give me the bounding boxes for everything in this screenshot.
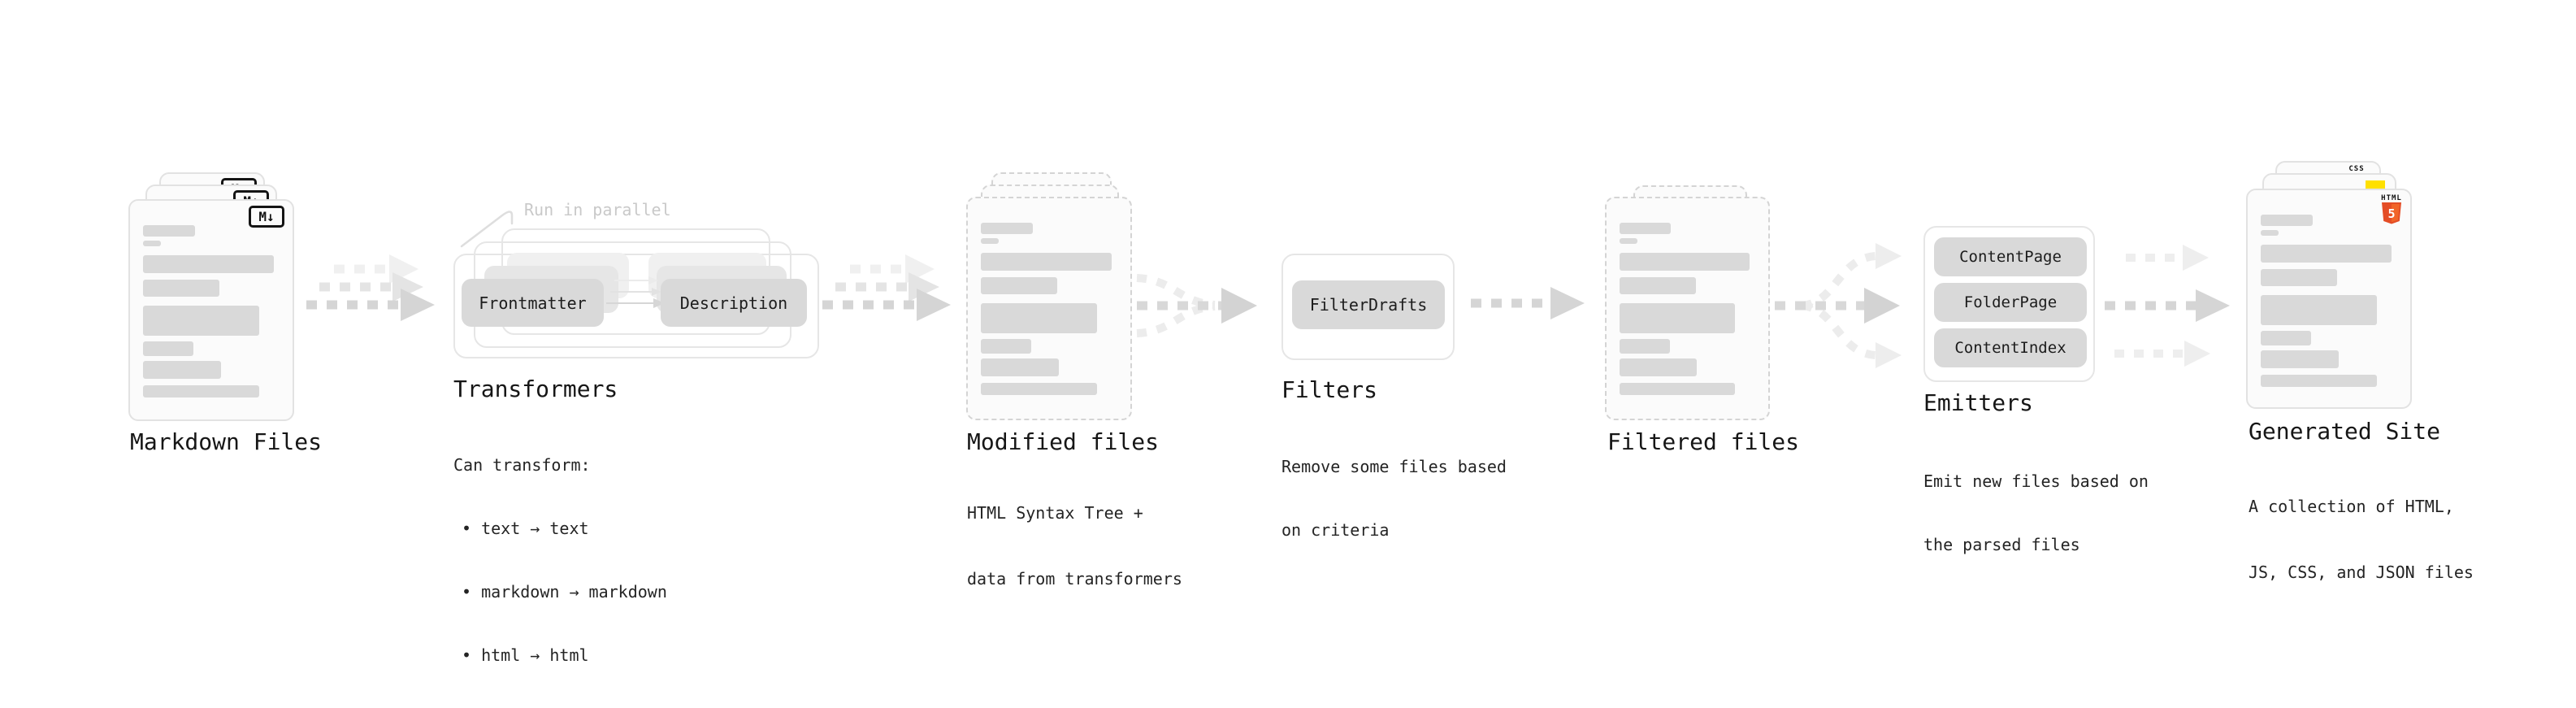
filters-desc-line: Remove some files based	[1281, 457, 1507, 476]
filters-description: Remove some files based on criteria	[1281, 414, 1507, 583]
skeleton-bar	[1620, 253, 1750, 271]
transformers-desc-heading: Can transform:	[453, 455, 591, 475]
modified-files-description: HTML Syntax Tree + data from transformer…	[967, 458, 1182, 634]
generated-desc-line: A collection of HTML,	[2249, 497, 2454, 516]
filters-frame	[1281, 254, 1455, 360]
skeleton-bar	[143, 385, 259, 397]
file-page	[1605, 197, 1770, 420]
generated-site-label: Generated Site	[2249, 418, 2441, 445]
markdown-icon: M↓	[249, 206, 284, 228]
modified-files-label: Modified files	[967, 428, 1160, 455]
transformer-frontmatter-node: Frontmatter	[462, 279, 604, 327]
flow-arrow-markdown-to-transformers	[306, 254, 435, 321]
transformers-title: Transformers	[453, 376, 618, 402]
generated-site-description: A collection of HTML, JS, CSS, and JSON …	[2249, 452, 2474, 628]
skeleton-bar	[2261, 350, 2339, 368]
filtered-files-label: Filtered files	[1607, 428, 1800, 455]
emitters-description: Emit new files based on the parsed files	[1923, 428, 2149, 597]
skeleton-bar	[143, 361, 221, 379]
transformer-parallel-arrows	[606, 276, 665, 308]
run-in-parallel-label: Run in parallel	[524, 200, 671, 219]
skeleton-bar	[2261, 375, 2377, 387]
file-page	[966, 197, 1132, 420]
emitters-desc-line: the parsed files	[1923, 535, 2080, 554]
html5-icon: HTML 5	[2379, 194, 2404, 229]
flow-arrow-emitters-to-generated	[2105, 245, 2230, 367]
flow-arrow-transformers-to-modified	[822, 254, 951, 321]
skeleton-bar	[143, 306, 259, 336]
skeleton-bar	[2261, 269, 2338, 286]
skeleton-bar	[2261, 245, 2392, 263]
emitter-folderpage-node: FolderPage	[1934, 283, 2087, 322]
html5-icon-number: 5	[2387, 206, 2395, 221]
skeleton-bar	[981, 223, 1033, 234]
flow-arrow-filtered-to-emitters	[1775, 243, 1902, 368]
filters-title: Filters	[1281, 376, 1378, 403]
file-page: HTML 5	[2246, 189, 2412, 409]
emitter-contentindex-node: ContentIndex	[1934, 328, 2087, 367]
generated-desc-line: JS, CSS, and JSON files	[2249, 562, 2474, 582]
skeleton-bar	[2261, 215, 2313, 226]
transformer-frame-front	[453, 254, 819, 358]
filter-filterdrafts-node: FilterDrafts	[1292, 280, 1445, 329]
emitter-contentpage-node: ContentPage	[1934, 237, 2087, 276]
skeleton-bar	[1620, 358, 1698, 376]
skeleton-bar	[981, 277, 1058, 294]
skeleton-bar	[1620, 238, 1637, 244]
transformer-description-node: Description	[661, 279, 807, 327]
skeleton-bar	[143, 280, 220, 297]
skeleton-bar	[1620, 223, 1672, 234]
transformers-description: Can transform: • text → text • markdown …	[453, 412, 667, 708]
markdown-files-label: Markdown Files	[130, 428, 323, 455]
skeleton-bar	[981, 383, 1097, 395]
skeleton-bar	[1620, 383, 1735, 395]
file-page: M↓	[128, 199, 294, 421]
pipeline-diagram: M↓ M↓ M↓ Markdown Files Run in parallel	[128, 161, 2474, 665]
css-icon-word: CSS	[2348, 165, 2365, 173]
filters-desc-line: on criteria	[1281, 520, 1390, 540]
skeleton-bar	[143, 241, 161, 246]
skeleton-bar	[1620, 339, 1670, 354]
emitters-title: Emitters	[1923, 389, 2033, 416]
skeleton-bar	[981, 358, 1059, 376]
skeleton-bar	[1620, 277, 1696, 294]
skeleton-bar	[143, 255, 275, 273]
skeleton-bar	[1620, 303, 1735, 333]
skeleton-bar	[981, 339, 1032, 354]
transformers-bullet: • html → html	[462, 645, 589, 665]
skeleton-bar	[143, 341, 194, 356]
emitters-frame	[1923, 226, 2095, 382]
transformers-bullet: • markdown → markdown	[462, 582, 667, 602]
skeleton-bar	[2261, 331, 2312, 345]
modified-desc-line: HTML Syntax Tree +	[967, 503, 1143, 523]
skeleton-bar	[143, 225, 195, 237]
flow-arrow-modified-to-filters	[1136, 274, 1257, 337]
skeleton-bar	[981, 303, 1097, 333]
skeleton-bar	[2261, 230, 2279, 236]
skeleton-bar	[981, 253, 1112, 271]
transformers-bullet: • text → text	[462, 519, 589, 538]
modified-desc-line: data from transformers	[967, 569, 1182, 589]
emitters-desc-line: Emit new files based on	[1923, 471, 2149, 491]
skeleton-bar	[981, 238, 999, 244]
skeleton-bar	[2261, 295, 2377, 325]
run-in-parallel-leader-line	[460, 211, 514, 248]
html5-icon-word: HTML	[2381, 194, 2402, 202]
flow-arrow-filters-to-filtered	[1471, 287, 1585, 319]
